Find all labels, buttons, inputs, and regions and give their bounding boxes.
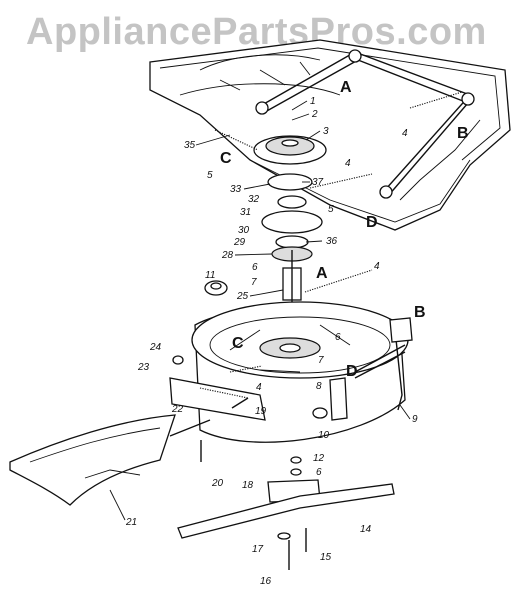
callout-19: 19 [255, 406, 267, 417]
callout-15: 15 [320, 552, 332, 563]
callout-32: 32 [248, 194, 260, 205]
ref-A-top: A [340, 79, 352, 96]
callout-33: 33 [230, 184, 242, 195]
mower-deck [169, 301, 413, 462]
ref-C-deck: C [232, 335, 244, 352]
callout-35: 35 [184, 140, 196, 151]
ref-C-top: C [220, 150, 232, 167]
callout-4-a: 4 [402, 128, 408, 139]
ref-B-top: B [457, 125, 469, 142]
callout-30: 30 [238, 225, 250, 236]
part-callouts: 1 2 3 4 4 4 4 5 5 6 6 6 7 7 8 9 10 11 12… [125, 96, 418, 587]
letter-references: A B C D A B C D [220, 79, 469, 380]
callout-28: 28 [221, 250, 234, 261]
ref-A-deck: A [316, 265, 328, 282]
callout-11: 11 [205, 270, 215, 281]
callout-7-a: 7 [251, 277, 257, 288]
callout-17: 17 [252, 544, 264, 555]
callout-36: 36 [326, 236, 338, 247]
callout-12: 12 [313, 453, 325, 464]
callout-4-c: 4 [256, 382, 262, 393]
callout-4-d: 4 [345, 158, 351, 169]
callout-10: 10 [318, 430, 330, 441]
callout-25: 25 [236, 291, 249, 302]
callout-9: 9 [412, 414, 418, 425]
callout-1: 1 [310, 96, 316, 107]
callout-14: 14 [360, 524, 372, 535]
ref-B-deck: B [414, 304, 426, 321]
callout-22: 22 [171, 404, 184, 415]
callout-5-a: 5 [207, 170, 213, 181]
lift-linkage [255, 49, 475, 199]
callout-7-b: 7 [318, 355, 324, 366]
callout-29: 29 [233, 237, 246, 248]
callout-2: 2 [311, 109, 318, 120]
callout-16: 16 [260, 576, 272, 587]
callout-20: 20 [211, 478, 224, 489]
callout-37: 37 [312, 177, 324, 188]
callout-6-b: 6 [335, 332, 341, 343]
blade-assembly [177, 456, 395, 570]
callout-5-b: 5 [328, 204, 334, 215]
leader-lines [109, 100, 411, 521]
callout-6-a: 6 [252, 262, 258, 273]
callout-8: 8 [316, 381, 322, 392]
callout-31: 31 [240, 207, 251, 218]
callout-6-c: 6 [316, 467, 322, 478]
callout-4-b: 4 [374, 261, 380, 272]
callout-23: 23 [137, 362, 150, 373]
callout-21: 21 [125, 517, 137, 528]
tractor-frame [149, 39, 511, 231]
discharge-chute [9, 414, 176, 506]
callout-18: 18 [242, 480, 254, 491]
pulley-stack [204, 129, 373, 330]
ref-D-top: D [366, 214, 378, 231]
callout-24: 24 [149, 342, 162, 353]
watermark-text: AppliancePartsPros.com [26, 11, 487, 53]
callout-3: 3 [323, 126, 329, 137]
ref-D-deck: D [346, 363, 358, 380]
